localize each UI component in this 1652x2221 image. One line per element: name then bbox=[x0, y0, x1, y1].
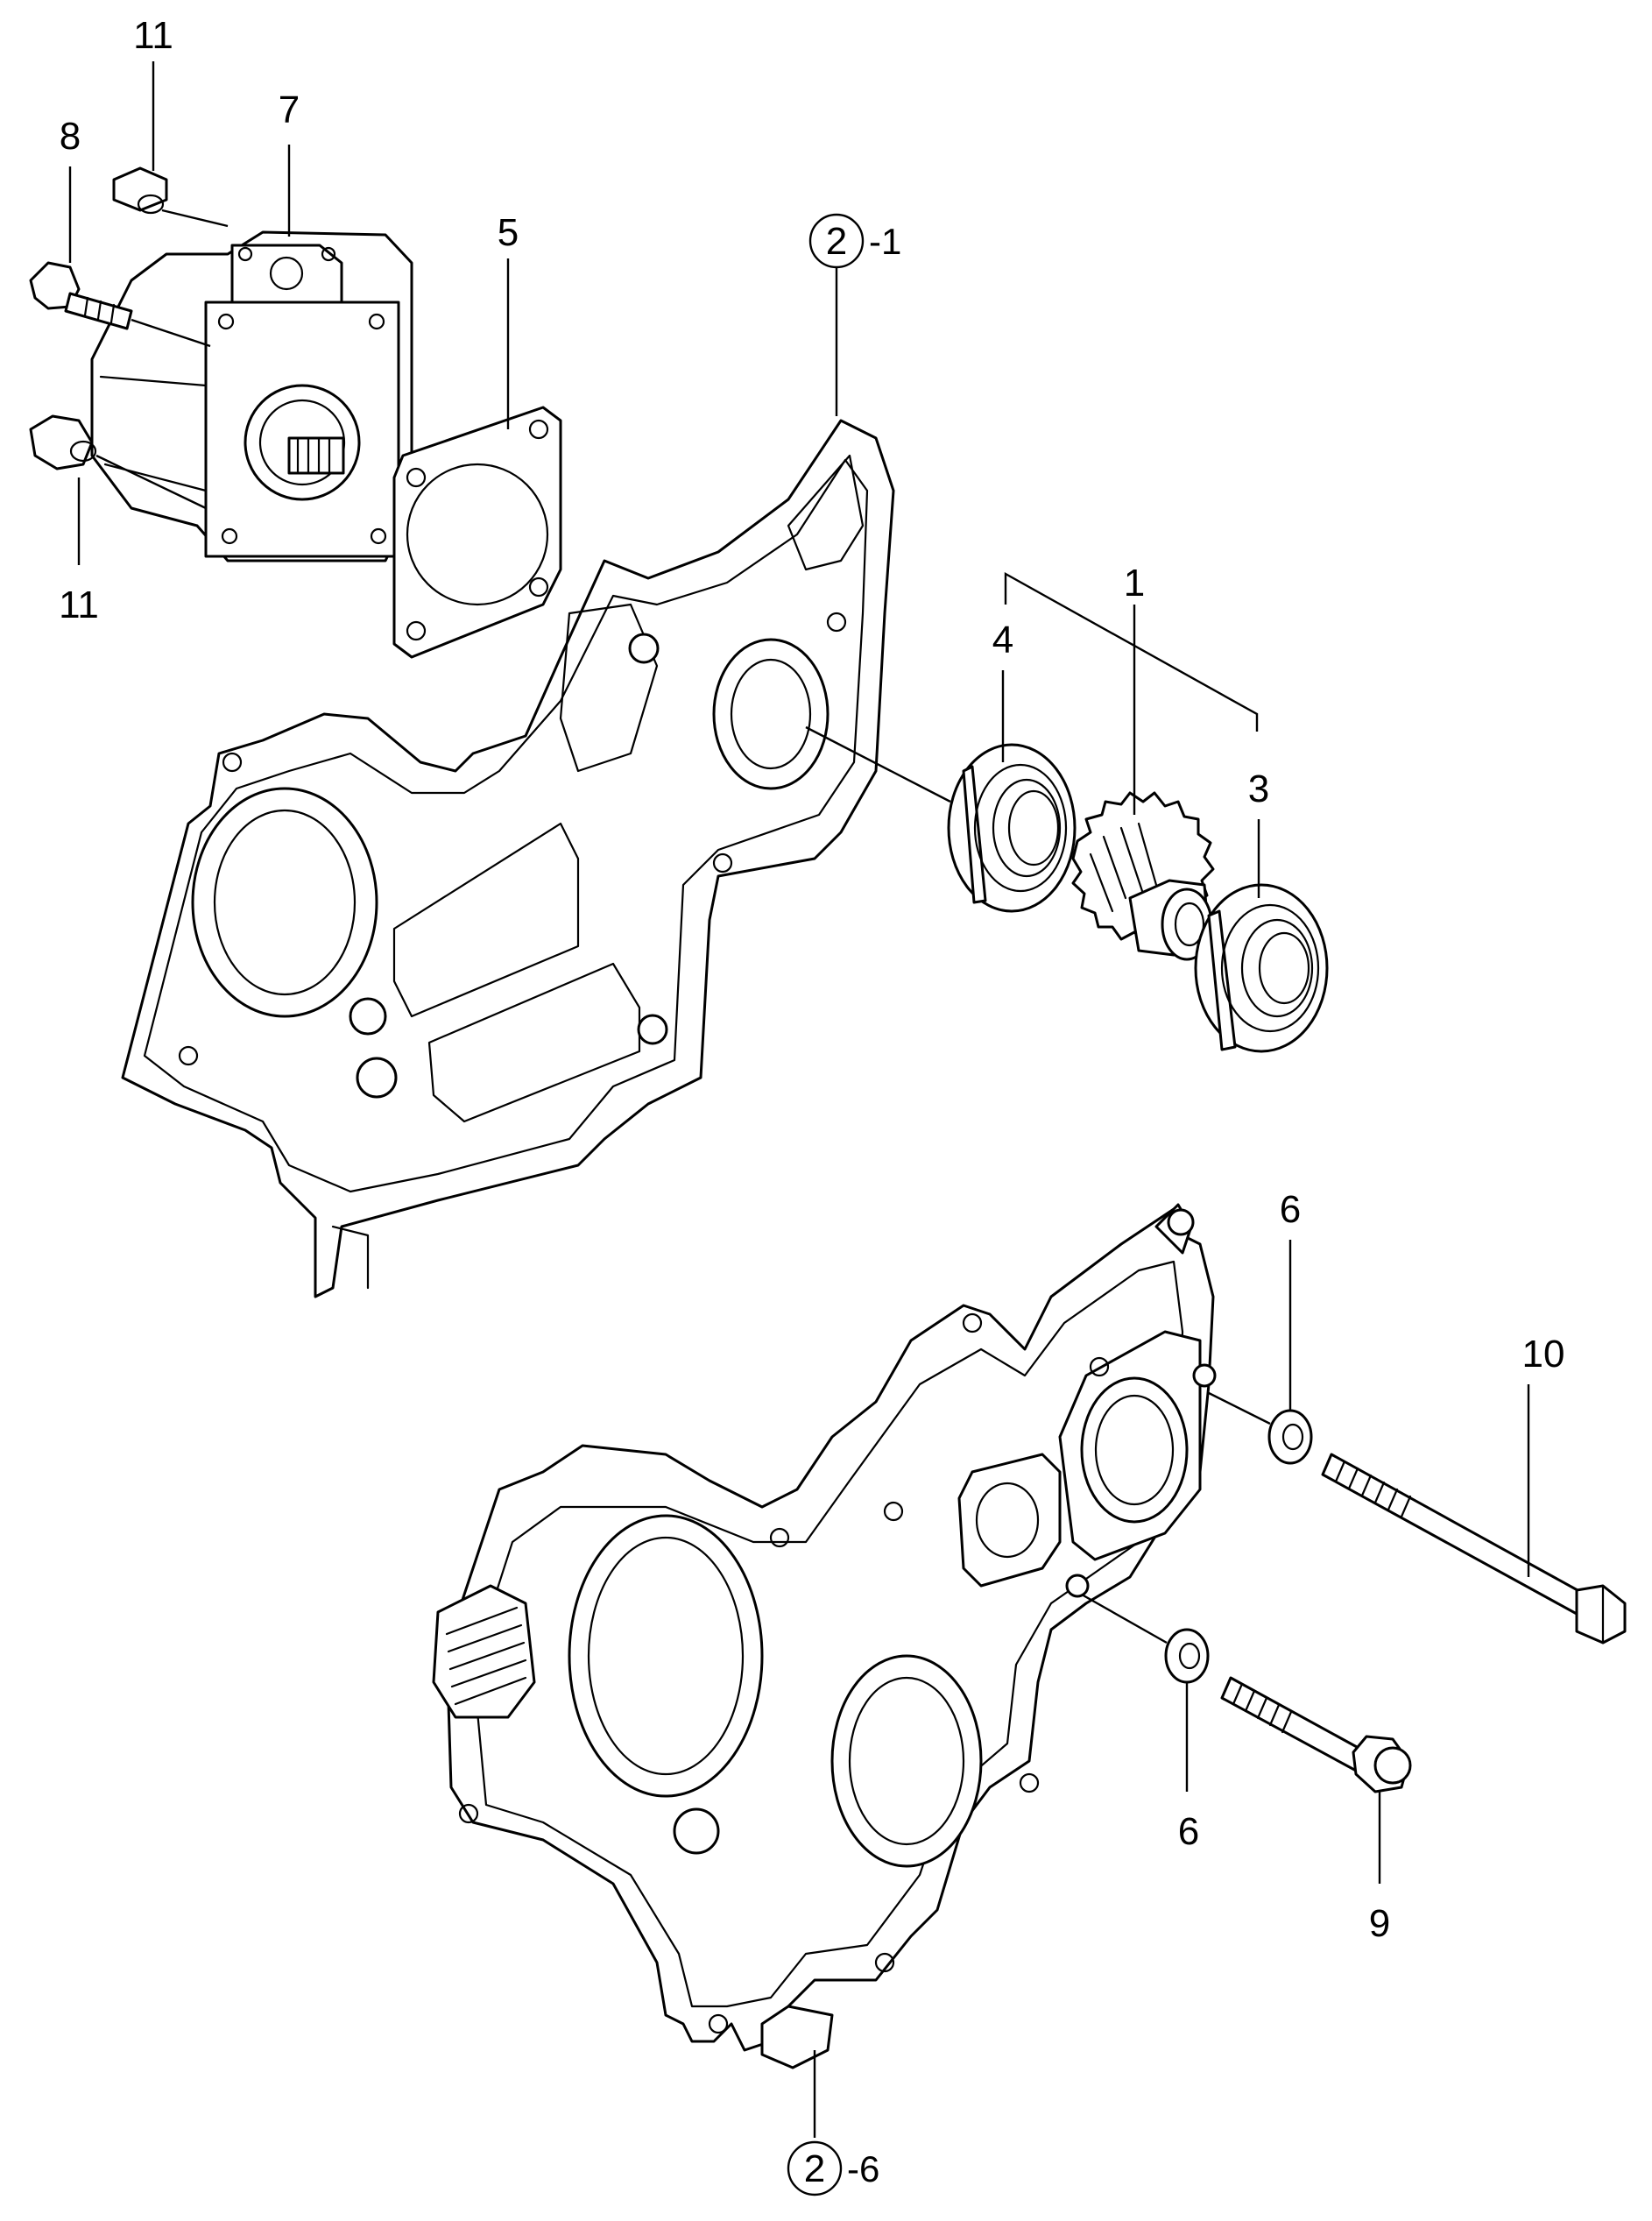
idler-gear bbox=[1071, 791, 1215, 961]
washer-upper bbox=[1208, 1391, 1313, 1465]
reference-number-upper: 2 bbox=[826, 220, 847, 263]
gear-case-upper bbox=[121, 419, 895, 1298]
callout-1: 1 bbox=[1124, 562, 1145, 605]
callout-6-upper: 6 bbox=[1280, 1188, 1301, 1231]
callout-11-top: 11 bbox=[133, 14, 173, 57]
gear-case-cover-lower bbox=[432, 1203, 1217, 2069]
reference-upper: 2 -1 bbox=[808, 213, 901, 269]
hydraulic-pump bbox=[90, 230, 413, 562]
reference-suffix-upper: -1 bbox=[869, 221, 901, 262]
callout-11-bottom: 11 bbox=[59, 584, 99, 626]
reference-number-lower: 2 bbox=[804, 2147, 825, 2190]
callout-8: 8 bbox=[60, 115, 81, 158]
callout-labels: 11 8 7 11 5 1 4 3 6 10 6 9 bbox=[59, 14, 1564, 1945]
leader-lines bbox=[68, 61, 1530, 2138]
callout-10: 10 bbox=[1522, 1333, 1565, 1376]
flange-nut-bottom bbox=[29, 414, 207, 510]
callout-4: 4 bbox=[992, 619, 1013, 661]
ball-bearing-4 bbox=[947, 743, 1077, 913]
group-bracket bbox=[1004, 571, 1259, 732]
reference-circle-lower bbox=[787, 2140, 843, 2196]
callout-9: 9 bbox=[1369, 1902, 1390, 1945]
reference-suffix-lower: -6 bbox=[847, 2148, 879, 2189]
callout-7: 7 bbox=[279, 88, 300, 131]
flange-nut-top bbox=[112, 166, 229, 228]
callout-6-lower: 6 bbox=[1178, 1810, 1199, 1853]
short-bolt-9 bbox=[1220, 1676, 1412, 1793]
flange-bolt-8 bbox=[29, 261, 211, 348]
long-bolt-10 bbox=[1321, 1453, 1627, 1645]
assembly-axis-line bbox=[805, 725, 951, 803]
callout-3: 3 bbox=[1248, 767, 1269, 810]
gasket bbox=[392, 406, 562, 659]
callout-5: 5 bbox=[498, 211, 519, 254]
reference-circle-upper bbox=[808, 213, 865, 269]
reference-lower: 2 -6 bbox=[787, 2140, 879, 2196]
ball-bearing-3 bbox=[1194, 883, 1329, 1053]
washer-lower bbox=[1081, 1593, 1210, 1684]
